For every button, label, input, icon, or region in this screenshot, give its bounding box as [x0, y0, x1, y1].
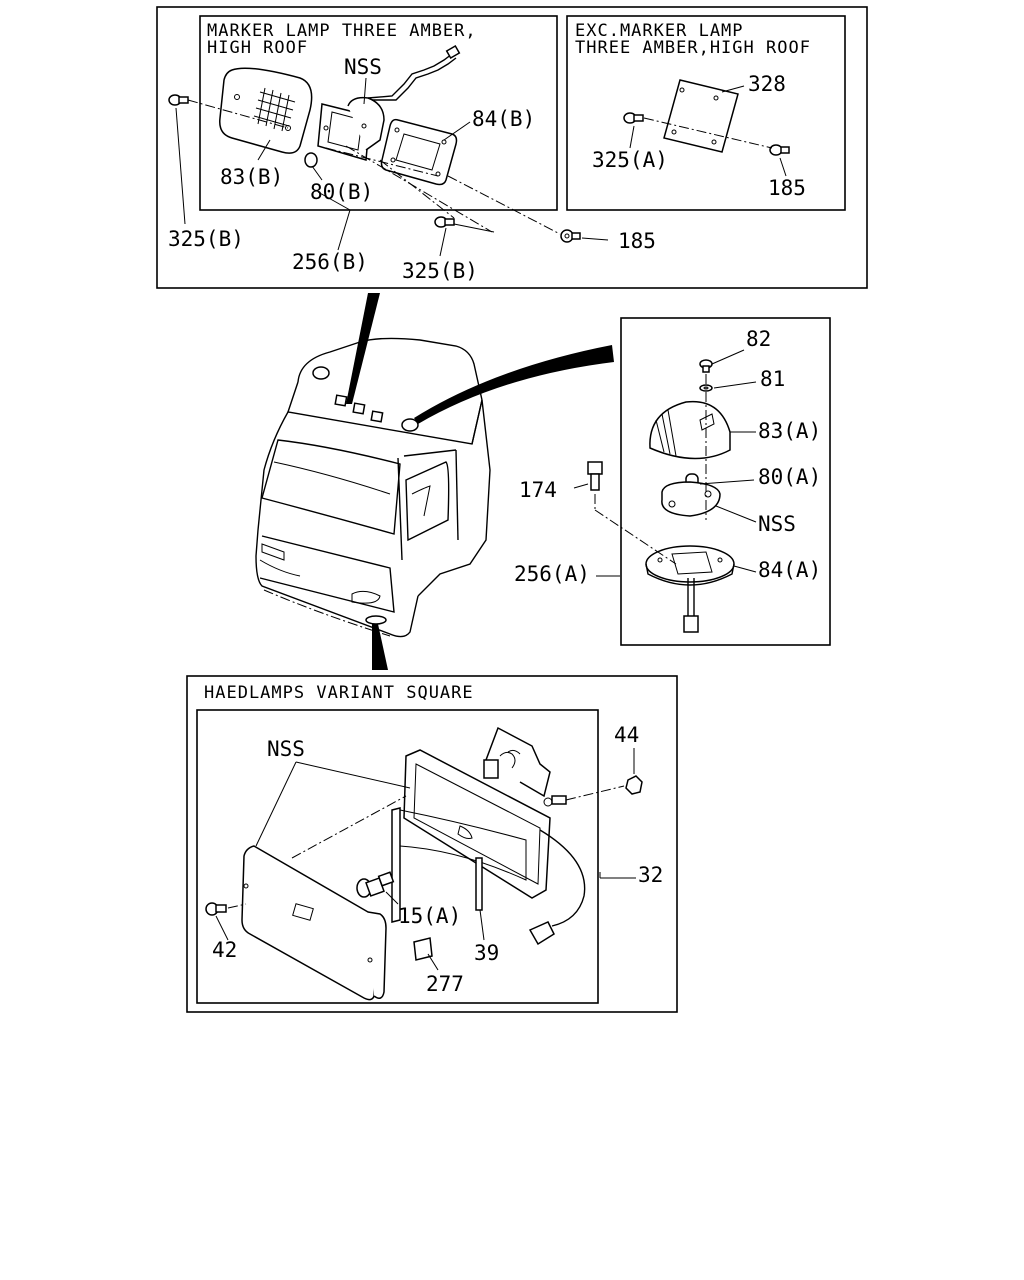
marker-lamp-three-amber-frame [199, 15, 558, 211]
callout-80b: 80(B) [310, 180, 373, 204]
callout-277: 277 [426, 972, 464, 996]
pointer-to-headlamp-panel [372, 624, 388, 670]
leader-328 [721, 85, 745, 93]
pointer-to-roof-lamp-panel [414, 345, 614, 424]
exc-assembly-line [643, 117, 773, 149]
screw-42-drawing [205, 902, 227, 916]
screw-325a-drawing [623, 112, 644, 124]
roof-lamp-frame [620, 317, 831, 646]
callout-15a: 15(A) [398, 904, 461, 928]
marker-lamp-outer-frame [156, 6, 868, 289]
base-84a-drawing [645, 545, 735, 586]
marker-lamp-caption-line1: MARKER LAMP THREE AMBER, [207, 21, 477, 41]
exc-marker-lamp-frame [566, 15, 846, 211]
roof-lamp-connector [683, 615, 699, 633]
marker-leader-lines [175, 77, 609, 257]
bolt-174-drawing [587, 461, 603, 491]
reflector-39-drawing [391, 807, 527, 923]
marker-housing-nss-drawing [317, 45, 461, 161]
callout-42: 42 [212, 938, 237, 962]
screw-82-drawing [699, 359, 713, 373]
callout-83a: 83(A) [758, 419, 821, 443]
roof-lamp-panel: 82 81 83(A) 80(A) 174 NSS 256(A) 84(A) [514, 317, 831, 646]
callout-nss-headlamp: NSS [267, 737, 305, 761]
callout-81: 81 [760, 367, 785, 391]
callout-83b: 83(B) [220, 165, 283, 189]
blank-cover-328-drawing [663, 79, 739, 153]
callout-256b: 256(B) [292, 250, 368, 274]
roof-lamp-harness [687, 578, 695, 616]
clip-185-drawing [560, 229, 581, 243]
callout-82: 82 [746, 327, 771, 351]
callout-174: 174 [519, 478, 557, 502]
headlamp-caption: HAEDLAMPS VARIANT SQUARE [204, 683, 474, 703]
headlamp-outer-frame [186, 675, 678, 1013]
callout-nss-marker: NSS [344, 55, 382, 79]
clip-277-drawing [413, 937, 433, 961]
callout-325b-left: 325(B) [168, 227, 244, 251]
bulb-80b-drawing [304, 152, 318, 168]
callout-328: 328 [748, 72, 786, 96]
gasket-84b-drawing [380, 118, 458, 186]
callout-185-marker: 185 [618, 229, 656, 253]
truck-cab-drawing [255, 293, 614, 670]
callout-84a: 84(A) [758, 558, 821, 582]
exc-marker-caption-line1: EXC.MARKER LAMP [575, 21, 744, 41]
callout-325a: 325(A) [592, 148, 668, 172]
bolt-assembly-line [594, 509, 677, 565]
dome-lens-83a-drawing [649, 400, 731, 460]
screw-325b-left-drawing [168, 94, 189, 106]
headlamp-panel: HAEDLAMPS VARIANT SQUARE [186, 675, 678, 1013]
marker-lamp-caption-line2: HIGH ROOF [207, 38, 308, 58]
callout-80a: 80(A) [758, 465, 821, 489]
marker-lamp-panel: MARKER LAMP THREE AMBER, HIGH ROOF [156, 6, 868, 289]
exc-marker-caption-line2: THREE AMBER,HIGH ROOF [575, 38, 811, 58]
callout-256a: 256(A) [514, 562, 590, 586]
housing-bolt-drawing [551, 795, 567, 805]
leader-185-exc [779, 157, 787, 177]
lens-83b-drawing [219, 67, 313, 154]
headlamp-lens-drawing [241, 845, 387, 1001]
callout-nss-roof: NSS [758, 512, 796, 536]
clip-185-exc-drawing [769, 144, 790, 156]
headlamp-assembly-lines [227, 785, 625, 909]
nut-44-drawing [625, 775, 643, 795]
screw-325b-bottom-drawing [434, 216, 455, 228]
socket-nss-drawing [661, 481, 721, 517]
pointer-to-marker-panel [346, 293, 380, 404]
callout-44: 44 [614, 723, 639, 747]
callout-84b: 84(B) [472, 107, 535, 131]
callout-32: 32 [638, 863, 663, 887]
roof-lamp-leader-lines [573, 349, 757, 577]
headlamp-leader-lines [215, 748, 636, 971]
bulb-15a-drawing [356, 871, 395, 898]
lamp-housing-32-drawing [403, 726, 586, 946]
marker-assembly-lines [187, 99, 561, 235]
leader-325a [629, 125, 635, 149]
headlamp-inner-frame [196, 709, 599, 1004]
callout-39: 39 [474, 941, 499, 965]
callout-185-exc: 185 [768, 176, 806, 200]
callout-325b-bottom: 325(B) [402, 259, 478, 283]
